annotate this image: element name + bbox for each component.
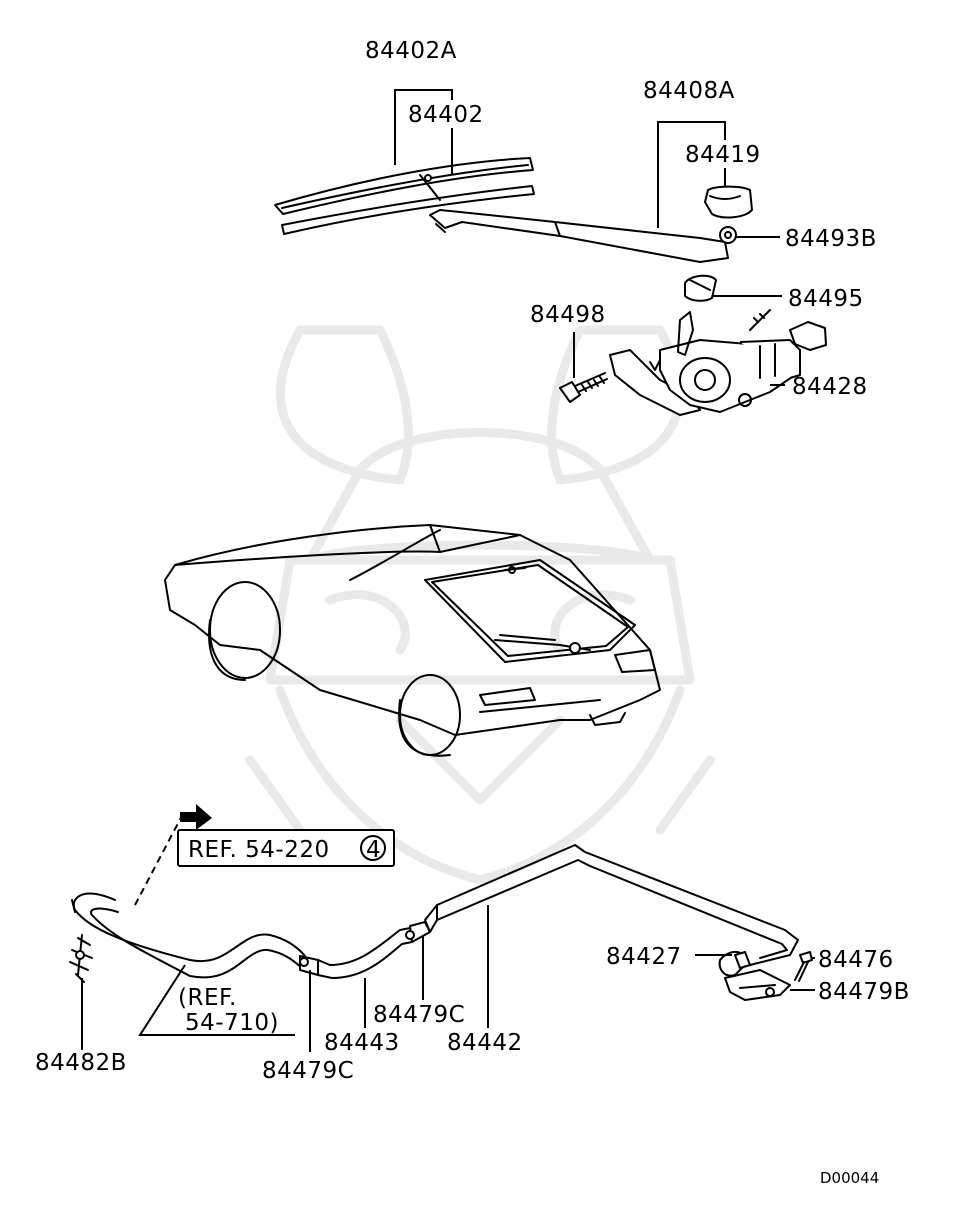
leader-ref-paren [138,964,295,1036]
label-84402: 84402 [408,102,484,128]
ref-circle [360,835,386,861]
clip-84482B [69,934,93,983]
nozzle-84427 [718,951,751,977]
screw-84476 [794,951,813,982]
label-84479C-top: 84479C [373,1002,465,1028]
ref-box-number: 4 [366,837,381,863]
joint-84479C-right [405,904,438,943]
label-84443: 84443 [324,1030,400,1056]
washer-hose-84482B-run [71,892,306,979]
wiper-blade-84402A [274,157,535,235]
cap-84495 [684,274,717,302]
label-84493B: 84493B [785,226,877,252]
label-84402A: 84402A [365,38,457,64]
nut-84493B [719,226,737,244]
label-84428: 84428 [792,374,868,400]
washer-hose-84443 [317,927,413,979]
ref-box [177,829,395,867]
label-84482B: 84482B [35,1050,127,1076]
leader-84408A [657,121,726,228]
wiper-motor-84428 [609,309,827,416]
leader-ref-box [134,809,186,906]
label-84476: 84476 [818,947,894,973]
bracket-84479B [724,969,791,1001]
label-84479B: 84479B [818,979,910,1005]
cap-84419 [704,185,753,219]
diagram-code: D00044 [820,1169,879,1187]
ref-paren-line2: 54-710) [185,1010,279,1036]
joint-84479C-left [299,955,319,976]
label-84419: 84419 [685,142,761,168]
ref-arrow-icon [180,804,212,830]
label-84479C-bottom: 84479C [262,1058,354,1084]
bolt-84498 [559,372,608,403]
ref-paren-line1: (REF. [178,985,237,1011]
ref-box-text: REF. 54-220 [188,837,330,863]
wiper-arm-84408A [429,209,729,263]
label-84442: 84442 [447,1030,523,1056]
washer-hose-84442 [436,844,799,966]
label-84498: 84498 [530,302,606,328]
car-outline [164,524,661,757]
watermark-emblem [245,325,715,885]
label-84408A: 84408A [643,78,735,104]
label-84427: 84427 [606,944,682,970]
leader-84402A [394,89,453,165]
label-84495: 84495 [788,286,864,312]
